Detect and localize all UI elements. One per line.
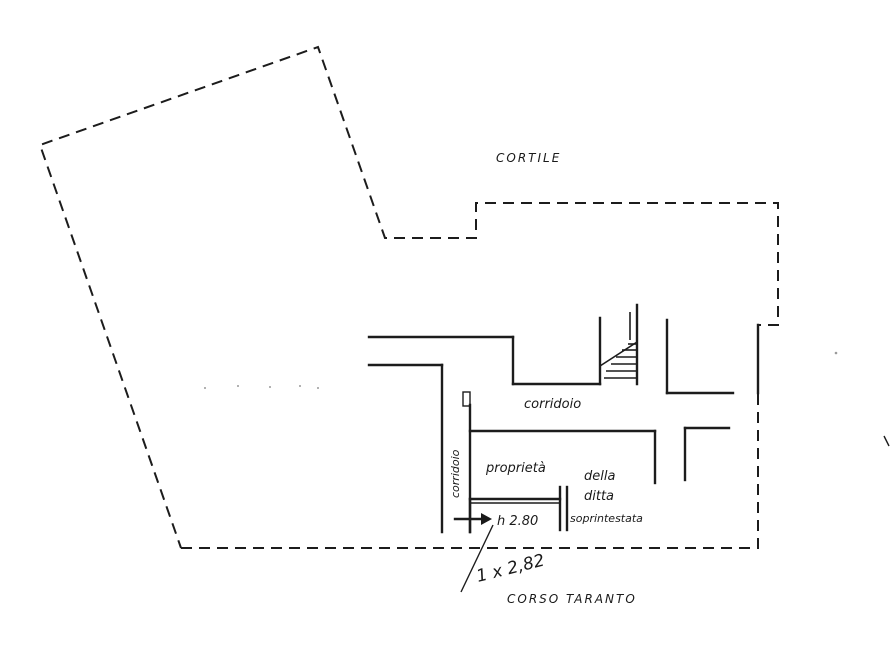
boundary-outline	[38, 45, 779, 549]
staircase	[599, 312, 638, 379]
entrance-dimension-note: 1 x 2,82	[474, 551, 546, 587]
courtyard-label: CORTILE	[496, 151, 561, 165]
ownership-label-line1: proprietà	[485, 461, 546, 476]
interior-walls	[367, 303, 760, 534]
height-note: h 2.80	[497, 514, 538, 529]
ownership-label-line4: soprintestata	[570, 512, 643, 525]
arrow-head	[481, 513, 492, 525]
ownership-label-line2: della	[584, 469, 615, 484]
entrance-arrow	[453, 513, 492, 525]
note-leader-line	[460, 524, 494, 593]
door-jamb	[462, 391, 471, 407]
property-boundary	[38, 45, 779, 549]
scan-specks	[204, 351, 890, 447]
ownership-label-line3: ditta	[584, 489, 614, 504]
stair-edge	[599, 341, 638, 367]
corridor-label-horizontal: corridoio	[524, 397, 581, 412]
street-label: CORSO TARANTO	[507, 592, 637, 606]
corridor-label-vertical: corridoio	[449, 449, 462, 498]
